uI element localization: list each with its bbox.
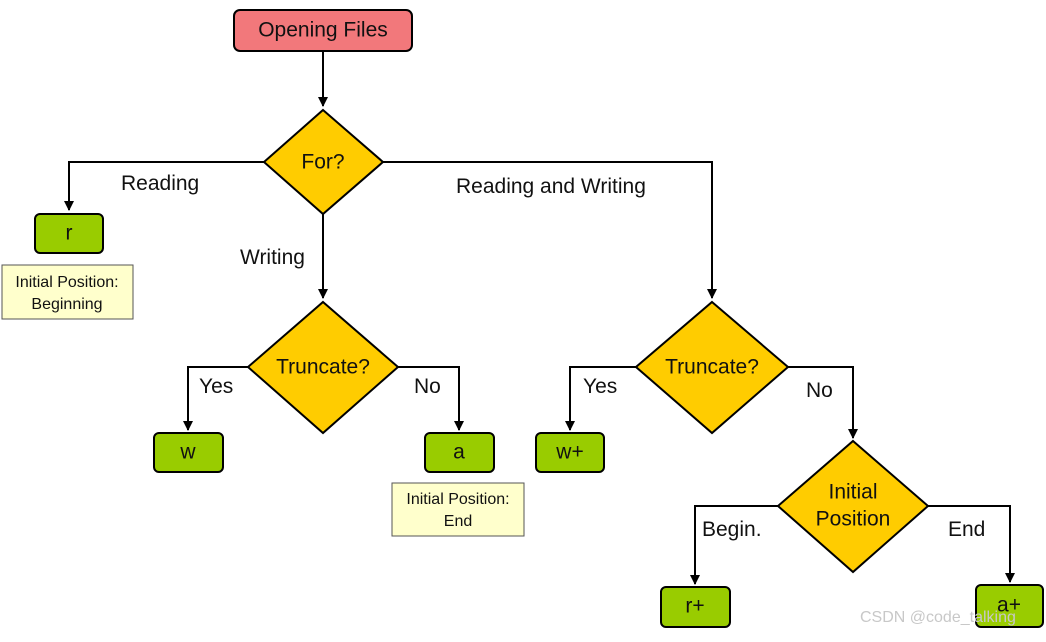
mode-r-label: r bbox=[66, 222, 73, 245]
decision-for-label: For? bbox=[301, 151, 344, 174]
note-a-line1: Initial Position: bbox=[406, 491, 509, 508]
watermark: CSDN @code_talking bbox=[860, 609, 1016, 626]
note-a-box bbox=[391, 482, 525, 537]
mode-a-plus-label: a+ bbox=[997, 594, 1021, 617]
edge-truncate-write-to-a bbox=[398, 366, 464, 431]
edge-initial-position-to-rplus bbox=[690, 505, 778, 585]
start-node-box bbox=[233, 9, 413, 52]
edge-for-to-truncate-rw bbox=[383, 161, 717, 299]
edge-label-no-rw: No bbox=[806, 379, 833, 402]
edges bbox=[64, 52, 1015, 585]
mode-w-plus-box bbox=[535, 432, 605, 473]
decision-truncate-rw-shape bbox=[634, 300, 790, 435]
note-a: Initial Position: End bbox=[391, 482, 525, 537]
decision-for: For? bbox=[262, 108, 385, 216]
mode-a-box bbox=[424, 432, 495, 473]
start-node: Opening Files bbox=[233, 9, 413, 52]
decision-initial-position-shape bbox=[776, 439, 930, 574]
decision-initial-position-label-line1: Initial bbox=[828, 481, 877, 504]
edge-initial-position-to-aplus bbox=[928, 505, 1015, 583]
decision-truncate-rw-label: Truncate? bbox=[665, 356, 759, 379]
mode-w: w bbox=[153, 432, 224, 473]
edge-label-reading-and-writing: Reading and Writing bbox=[456, 175, 646, 198]
mode-a-plus: a+ bbox=[975, 584, 1044, 628]
mode-r: r bbox=[34, 213, 104, 254]
decision-truncate-write: Truncate? bbox=[246, 300, 400, 435]
edge-label-no-write: No bbox=[414, 375, 441, 398]
note-r: Initial Position: Beginning bbox=[1, 264, 134, 320]
mode-w-label: w bbox=[179, 441, 196, 464]
edge-labels: Reading Writing Reading and Writing Yes … bbox=[121, 172, 985, 541]
mode-a-plus-box bbox=[975, 584, 1044, 628]
decision-for-shape bbox=[262, 108, 385, 216]
note-a-line2: End bbox=[444, 513, 472, 530]
edge-for-to-r bbox=[64, 161, 264, 211]
mode-a: a bbox=[424, 432, 495, 473]
note-r-box bbox=[1, 264, 134, 320]
edge-truncate-write-to-w bbox=[183, 366, 248, 431]
edge-truncate-rw-to-wplus bbox=[565, 366, 636, 431]
mode-a-label: a bbox=[453, 441, 465, 464]
note-r-line2: Beginning bbox=[31, 296, 102, 313]
start-node-label: Opening Files bbox=[258, 19, 388, 42]
mode-w-plus: w+ bbox=[535, 432, 605, 473]
edge-truncate-rw-to-initial-position bbox=[788, 366, 858, 439]
edge-label-writing: Writing bbox=[240, 246, 305, 269]
mode-r-box bbox=[34, 213, 104, 254]
mode-r-plus-label: r+ bbox=[685, 595, 704, 618]
edge-label-reading: Reading bbox=[121, 172, 199, 195]
edge-label-yes-write: Yes bbox=[199, 375, 233, 398]
mode-r-plus-box bbox=[660, 586, 731, 628]
decision-truncate-rw: Truncate? bbox=[634, 300, 790, 435]
mode-w-plus-label: w+ bbox=[555, 441, 583, 464]
mode-r-plus: r+ bbox=[660, 586, 731, 628]
note-r-line1: Initial Position: bbox=[15, 274, 118, 291]
edge-label-yes-rw: Yes bbox=[583, 375, 617, 398]
edge-label-begin: Begin. bbox=[702, 518, 762, 541]
decision-initial-position: Initial Position bbox=[776, 439, 930, 574]
mode-w-box bbox=[153, 432, 224, 473]
decision-initial-position-label-line2: Position bbox=[816, 508, 891, 531]
decision-truncate-write-shape bbox=[246, 300, 400, 435]
decision-truncate-write-label: Truncate? bbox=[276, 356, 370, 379]
edge-label-end: End bbox=[948, 518, 985, 541]
